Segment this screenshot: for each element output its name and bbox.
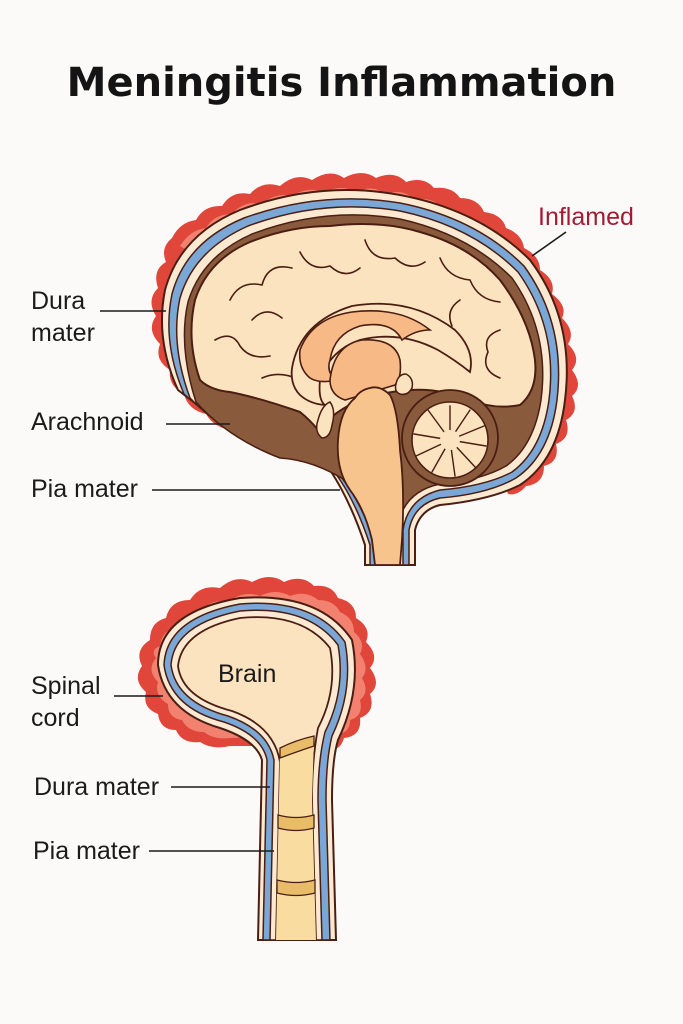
label-spinal-dura: Dura mater <box>34 773 160 801</box>
page-title: Meningitis Inflammation <box>66 60 617 106</box>
pituitary <box>315 401 335 439</box>
label-spinal-line2: cord <box>31 704 80 732</box>
brainstem <box>336 386 405 566</box>
label-arachnoid: Arachnoid <box>31 408 144 436</box>
label-brain: Brain <box>218 660 277 688</box>
label-spinal-pia: Pia mater <box>33 837 140 865</box>
spinal-leader-lines <box>114 695 274 852</box>
brain-leader-lines <box>100 231 567 491</box>
vertebral-segments <box>276 735 316 897</box>
brain-sagittal-illustration <box>151 173 579 566</box>
pineal-gland <box>394 373 414 396</box>
spinal-cord-column <box>276 738 316 940</box>
spinal-illustration <box>137 577 376 941</box>
cerebellum <box>401 389 499 487</box>
label-dura-line1: Dura <box>31 287 86 315</box>
label-inflamed: Inflamed <box>538 203 634 231</box>
brain-gyri <box>214 239 501 381</box>
label-spinal-line1: Spinal <box>31 672 101 700</box>
label-pia-mater: Pia mater <box>31 475 138 503</box>
inner-brain-region <box>298 310 433 383</box>
thalamus <box>329 339 402 401</box>
label-dura-line2: mater <box>31 319 95 347</box>
leader-inflamed <box>531 231 567 257</box>
